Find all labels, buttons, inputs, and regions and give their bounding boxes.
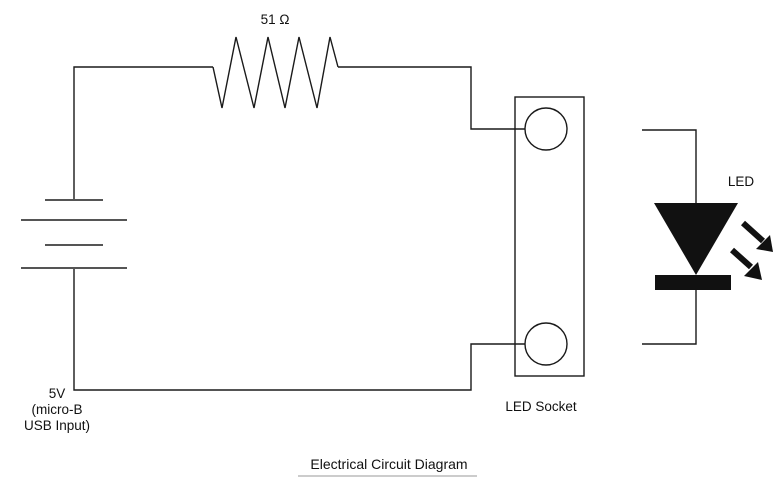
wire-top-right [338,66,525,130]
led-triangle [654,203,738,275]
socket-label: LED Socket [505,399,577,414]
socket-pin-bottom [524,322,568,366]
led-symbol [642,129,773,345]
led-bar [655,275,731,290]
resistor-label: 51 Ω [261,12,290,27]
source-label-line-1: 5V [49,386,66,401]
source-label-line-2: (micro-B [32,402,83,417]
socket-pin-top [524,107,568,151]
resistor [212,36,339,109]
diagram-caption: Electrical Circuit Diagram [310,456,467,472]
led-label: LED [728,174,755,189]
battery-symbol [21,199,127,269]
wire-top [73,66,213,200]
source-label-line-3: USB Input) [24,418,90,433]
wire-bottom [73,268,525,391]
light-arrow-icon [729,220,773,280]
led-socket [514,96,585,377]
